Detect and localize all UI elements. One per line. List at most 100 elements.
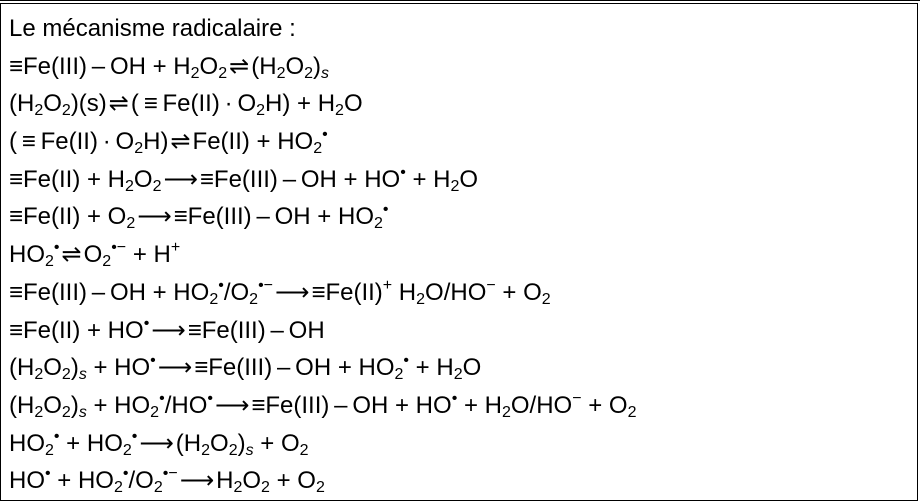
equation-text: O/HO xyxy=(425,278,487,306)
subscript: 2 xyxy=(233,479,243,497)
equation-text: O xyxy=(133,165,153,193)
subscript: 2 xyxy=(276,64,286,82)
equation-text: ) xyxy=(70,354,79,382)
superscript: • xyxy=(45,465,51,483)
subscript: 2 xyxy=(126,215,136,233)
equation-text: O xyxy=(242,467,262,495)
superscript: •− xyxy=(111,239,127,257)
reaction-arrow: ⟶ xyxy=(163,164,198,193)
equation-text: ≡Fe(II) + HO xyxy=(9,316,144,344)
subscript: 2 xyxy=(394,366,404,384)
superscript: •− xyxy=(258,276,274,294)
reaction-arrow: ⟶ xyxy=(275,277,310,306)
subscript: 2 xyxy=(261,479,270,497)
subscript: 2 xyxy=(34,403,44,421)
subscript: 2 xyxy=(541,290,551,308)
equation-text: (H xyxy=(251,52,277,80)
equation-text: (H xyxy=(175,429,202,457)
superscript: • xyxy=(143,314,150,332)
subscript: s xyxy=(245,441,254,459)
equation-text: /HO xyxy=(164,391,208,419)
subscript: 2 xyxy=(122,441,132,459)
equation-text: ≡Fe(III) – OH + HO xyxy=(199,165,401,193)
equation-text: HO xyxy=(9,467,45,495)
superscript: • xyxy=(159,389,165,407)
equation-text: ≡Fe(III) – OH + H xyxy=(9,52,191,80)
equation-text: O xyxy=(459,165,479,193)
equation-text: + H xyxy=(405,165,451,193)
equation-text: O xyxy=(43,90,62,118)
subscript: 2 xyxy=(125,177,134,195)
subscript: 2 xyxy=(102,253,112,271)
superscript: • xyxy=(131,427,138,445)
equation-line: ≡Fe(II) + HO• ⟶ ≡Fe(III) – OH xyxy=(9,312,913,350)
superscript: •− xyxy=(162,465,178,483)
subscript: s xyxy=(78,403,87,421)
equation-text: ) xyxy=(70,391,79,419)
equation-text: ≡Fe(III) – OH + HO xyxy=(173,203,374,231)
top-rule xyxy=(0,0,920,1)
subscript: 2 xyxy=(315,479,325,497)
reaction-arrow: ⟶ xyxy=(214,390,250,419)
superscript: • xyxy=(322,126,328,144)
superscript: • xyxy=(382,201,389,219)
equation-text: /O xyxy=(128,467,154,495)
superscript: • xyxy=(451,389,458,407)
equation-text: O xyxy=(43,354,62,382)
subscript: 2 xyxy=(201,441,211,459)
equation-text: H xyxy=(216,467,234,495)
equation-text: ≡Fe(II) + O xyxy=(9,203,127,231)
equation-line: (H2O2)(s) ⇌ ( ≡ Fe(II) · O2H) + H2O xyxy=(9,85,913,123)
superscript: − xyxy=(486,276,496,294)
reaction-arrow: ⇌ xyxy=(170,127,191,156)
subscript: 2 xyxy=(34,102,44,120)
equation-text: O xyxy=(210,429,229,457)
subscript: 2 xyxy=(256,102,266,120)
equation-text: (H xyxy=(9,391,35,419)
equation-text: + H xyxy=(457,391,502,419)
subscript: 2 xyxy=(416,290,426,308)
equation-text: ) xyxy=(313,52,322,80)
equation-text: O xyxy=(43,391,62,419)
subscript: 2 xyxy=(61,403,71,421)
equation-text: O/HO xyxy=(510,391,573,419)
equation-text: ≡Fe(III) – OH + HO xyxy=(194,354,395,382)
equation-text: HO xyxy=(9,241,45,269)
equation-text: + O xyxy=(269,467,316,495)
equation-text: ≡Fe(II) + H xyxy=(9,165,126,193)
subscript: 2 xyxy=(34,366,44,384)
equation-text: O xyxy=(83,241,103,269)
subscript: 2 xyxy=(113,479,123,497)
equation-text: (H xyxy=(9,354,35,382)
subscript: 2 xyxy=(209,290,219,308)
subscript: 2 xyxy=(501,403,511,421)
equation-text: /O xyxy=(223,278,250,306)
superscript: • xyxy=(53,427,60,445)
subscript: 2 xyxy=(627,403,637,421)
subscript: 2 xyxy=(249,290,259,308)
equation-line: ≡Fe(II) + H2O2 ⟶ ≡Fe(III) – OH + HO• + H… xyxy=(9,161,913,199)
equation-text: ( ≡ Fe(II) · O xyxy=(130,90,257,118)
superscript: • xyxy=(53,239,60,257)
equation-text: ( ≡ Fe(II) · O xyxy=(9,128,135,156)
equation-text: + HO xyxy=(50,467,114,495)
equation-text: ≡Fe(II) xyxy=(311,278,383,306)
equation-text: (H xyxy=(9,90,35,118)
subscript: 2 xyxy=(373,215,383,233)
equation-line: ≡Fe(III) – OH + HO2•/O2•− ⟶ ≡Fe(II)+ H2O… xyxy=(9,274,913,312)
reaction-arrow: ⇌ xyxy=(229,51,250,80)
equation-text: + O xyxy=(581,391,628,419)
subscript: 2 xyxy=(218,64,228,82)
equation-text: HO xyxy=(9,429,45,457)
equation-line: ≡Fe(II) + O2 ⟶ ≡Fe(III) – OH + HO2• xyxy=(9,198,913,236)
equation-text: )(s) xyxy=(70,90,107,118)
reaction-arrow: ⟶ xyxy=(139,428,174,457)
subscript: 2 xyxy=(61,366,71,384)
equation-text: + HO xyxy=(86,354,151,382)
equation-line: ( ≡ Fe(II) · O2H) ⇌ Fe(II) + HO2• xyxy=(9,123,913,161)
subscript: 2 xyxy=(134,140,144,158)
equation-line: HO2• ⇌ O2•− + H+ xyxy=(9,236,913,274)
equation-text: + HO xyxy=(59,429,123,457)
superscript: + xyxy=(382,276,393,294)
